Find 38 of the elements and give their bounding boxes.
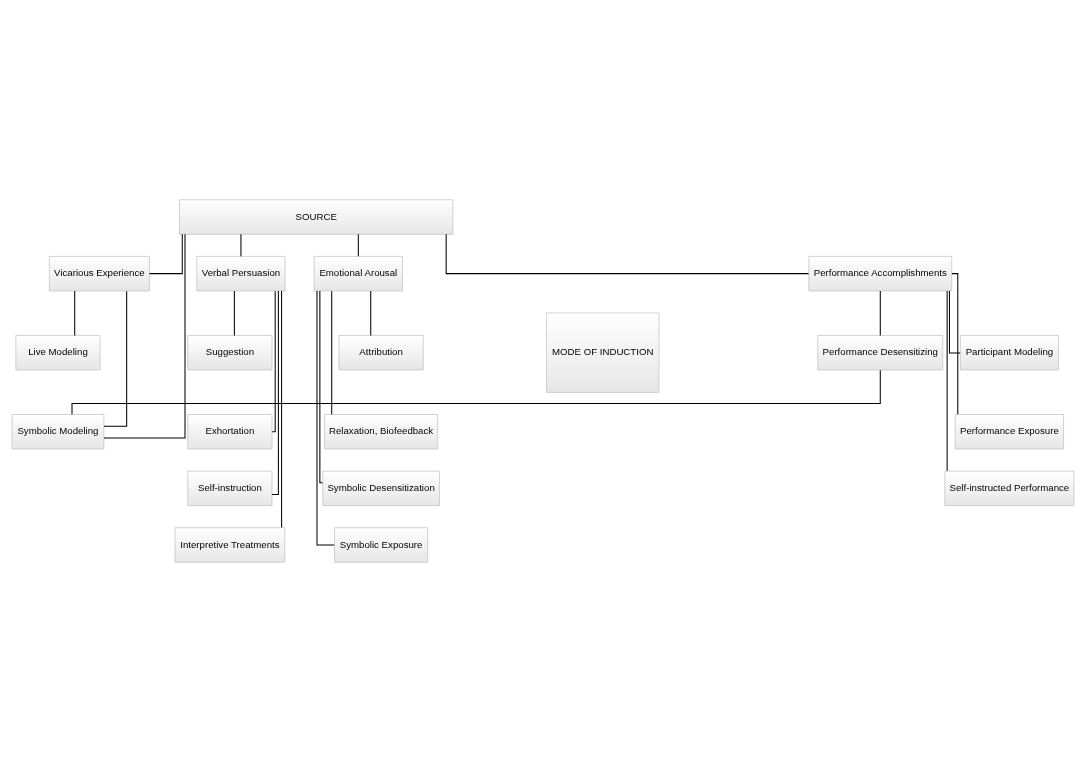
node-box: Emotional Arousal [313, 256, 403, 292]
connector [445, 233, 810, 275]
node-box: Verbal Persuasion [196, 256, 286, 292]
node-box: Live Modeling [15, 335, 101, 371]
node-box: Self-instruction [187, 470, 273, 506]
connector [946, 290, 948, 472]
connector [319, 290, 323, 484]
connector [948, 290, 961, 354]
node-box: Symbolic Modeling [11, 414, 105, 450]
node-box: Self-instructed Performance [944, 470, 1075, 506]
node-box: Symbolic Exposure [334, 527, 429, 563]
connector [103, 233, 186, 439]
node-box: Interpretive Treatments [174, 527, 286, 563]
node-box: Performance Accomplishments [808, 256, 953, 292]
node-box: Attribution [338, 335, 424, 371]
node-box: Vicarious Experience [49, 256, 150, 292]
connector [233, 290, 235, 336]
connector [316, 290, 335, 546]
node-box: Relaxation, Biofeedback [324, 414, 439, 450]
connector [879, 290, 881, 336]
node-box: Performance Desensitizing [817, 335, 944, 371]
node-box: SOURCE [179, 199, 454, 235]
node-box: Symbolic Desensitization [322, 470, 440, 506]
connector [271, 290, 276, 433]
node-box: Performance Exposure [954, 414, 1064, 450]
connector [74, 290, 76, 336]
connector [149, 233, 183, 275]
node-box: Suggestion [187, 335, 273, 371]
node-box: Exhortation [187, 414, 273, 450]
connector [271, 290, 279, 496]
connector [370, 290, 372, 336]
connector [951, 273, 959, 415]
connector [103, 290, 128, 427]
node-box: MODE OF INDUCTION [546, 312, 660, 393]
node-box: Participant Modeling [960, 335, 1059, 371]
connector [357, 233, 359, 257]
connector [281, 290, 283, 529]
connector [331, 290, 333, 415]
